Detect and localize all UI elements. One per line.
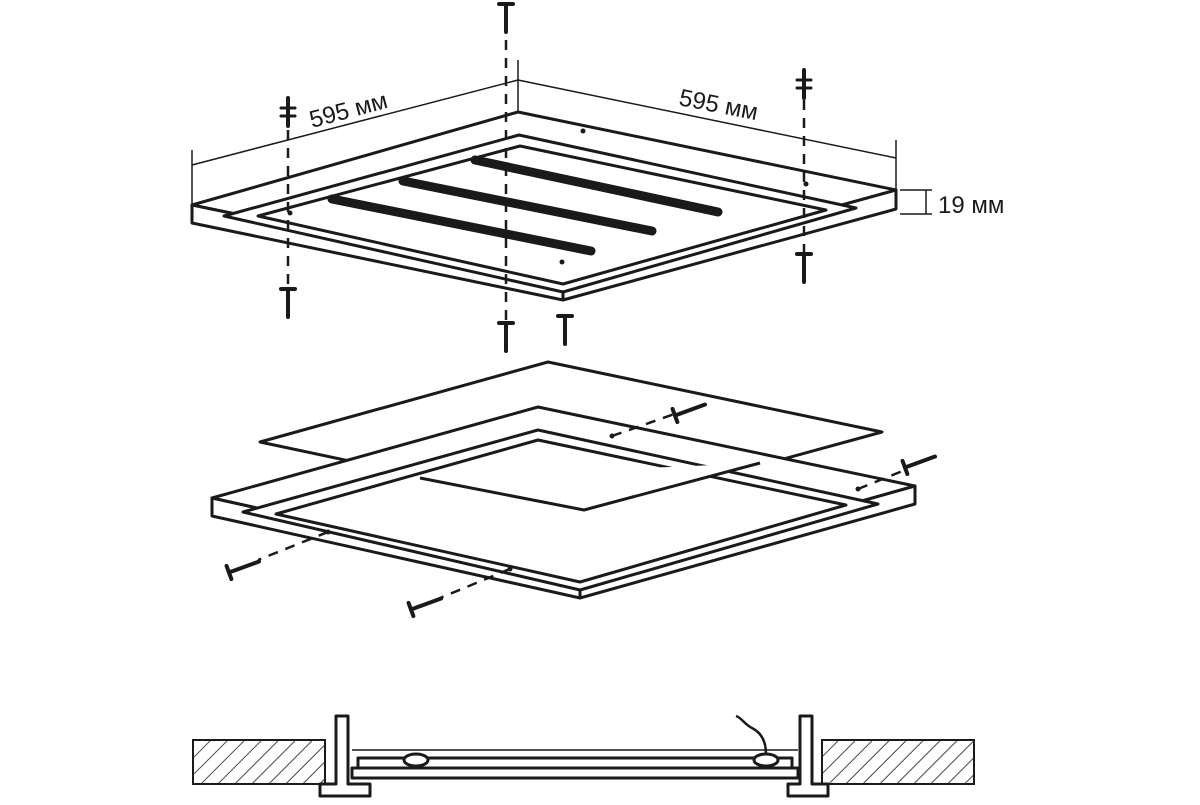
screw-icon <box>795 252 813 284</box>
dimension-lines <box>191 60 932 215</box>
top-frame <box>190 110 898 302</box>
lower-frame <box>210 405 917 600</box>
bracket-right <box>786 714 830 798</box>
led-strip-2 <box>398 176 657 236</box>
screw-icon <box>900 447 940 477</box>
panel-visible-edge <box>419 461 761 512</box>
cross-section <box>192 714 975 798</box>
screw-icon <box>497 321 515 353</box>
hole-dot <box>803 181 809 187</box>
dimension-line-right <box>517 79 897 159</box>
screw-icon <box>406 589 446 619</box>
hole-dot <box>559 259 565 265</box>
side-fasteners <box>224 395 940 619</box>
led-strip-1 <box>470 155 723 217</box>
wall-plug-icon <box>795 68 813 100</box>
screw-icon <box>556 314 574 346</box>
connector-icon <box>752 752 780 768</box>
power-cable <box>735 714 768 755</box>
vertical-fasteners <box>279 2 813 353</box>
dimension-label-left: 595 мм <box>307 87 391 134</box>
bracket-left <box>318 714 372 798</box>
screw-icon <box>279 287 297 319</box>
connector-icon <box>402 752 430 768</box>
dimension-line-left <box>191 79 519 166</box>
screw-icon <box>497 2 515 34</box>
dimension-label-height: 19 мм <box>938 192 1004 219</box>
hole-dot <box>580 128 586 134</box>
dimension-label-right: 595 мм <box>677 84 760 126</box>
ceiling-left <box>192 739 326 785</box>
wall-plug-icon <box>279 96 297 128</box>
screw-icon <box>224 552 264 582</box>
led-strip-3 <box>327 194 596 256</box>
ceiling-right <box>821 739 975 785</box>
